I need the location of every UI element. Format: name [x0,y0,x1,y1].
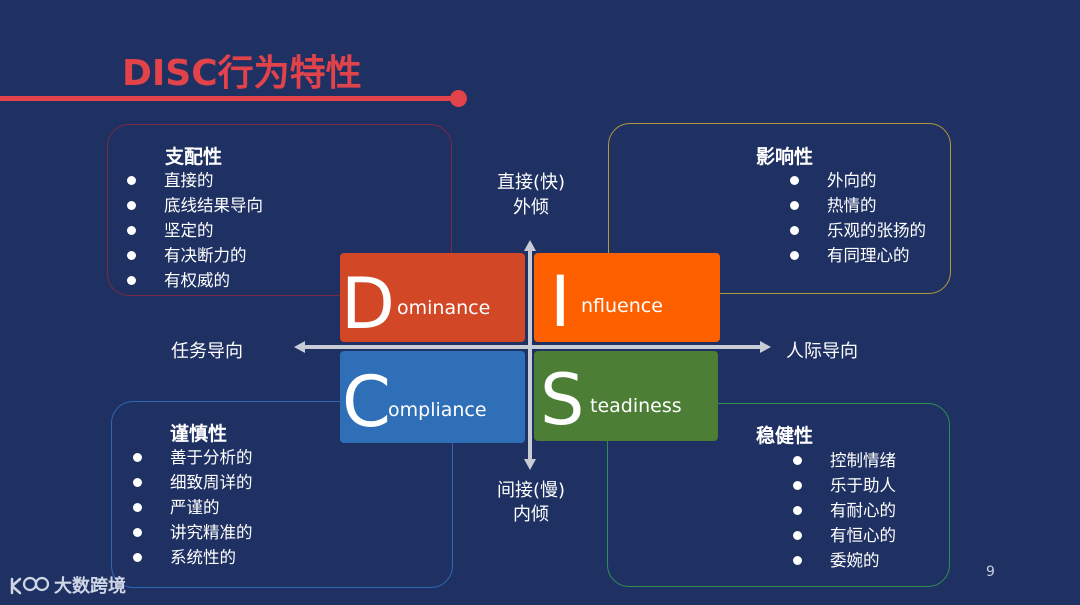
bullet-icon [790,201,799,210]
influence-heading: 影响性 [756,146,814,168]
bullet-icon [133,553,142,562]
title-underline-dot [450,90,467,107]
list-item: 直接的 [127,168,263,193]
list-item: 有决断力的 [127,243,263,268]
bullet-icon [127,251,136,260]
list-item: 讲究精准的 [133,520,253,545]
compliance-trait-list: 善于分析的 细致周详的 严谨的 讲究精准的 系统性的 [133,445,253,570]
left-arrow-icon [294,341,305,353]
page-number: 9 [986,564,995,580]
bullet-icon [127,176,136,185]
list-item: 外向的 [790,168,926,193]
list-item: 细致周详的 [133,470,253,495]
dominance-letter: D [341,263,395,345]
steadiness-heading: 稳健性 [756,425,814,447]
axis-top-label-line1: 直接(快) [496,172,566,193]
bullet-icon [793,506,802,515]
axis-right-label: 人际导向 [786,341,858,362]
bullet-icon [133,478,142,487]
bullet-icon [127,226,136,235]
steadiness-trait-list: 控制情绪 乐于助人 有耐心的 有恒心的 委婉的 [793,448,896,573]
bullet-icon [790,226,799,235]
dominance-tile: D ominance [340,253,525,342]
brand-logo-text: 大数跨境 [54,576,126,597]
steadiness-tile: S teadiness [534,351,718,441]
steadiness-letter: S [540,359,585,441]
bullet-icon [793,556,802,565]
influence-letter: I [550,261,571,343]
influence-trait-list: 外向的 热情的 乐观的张扬的 有同理心的 [790,168,926,268]
list-item: 善于分析的 [133,445,253,470]
bullet-icon [133,528,142,537]
axis-bottom-label-line1: 间接(慢) [496,480,566,501]
bullet-icon [133,453,142,462]
list-item: 委婉的 [793,548,896,573]
list-item: 有恒心的 [793,523,896,548]
list-item: 底线结果导向 [127,193,263,218]
right-arrow-icon [760,341,771,353]
bullet-icon [793,531,802,540]
brand-logo: 大数跨境 [8,572,126,598]
down-arrow-icon [524,459,536,470]
compliance-heading: 谨慎性 [170,423,228,445]
axis-bottom-label-line2: 内倾 [513,504,549,525]
compliance-traits-box [111,401,453,588]
list-item: 有耐心的 [793,498,896,523]
list-item: 系统性的 [133,545,253,570]
bullet-icon [793,456,802,465]
list-item: 乐于助人 [793,473,896,498]
list-item: 坚定的 [127,218,263,243]
bullet-icon [790,251,799,260]
dominance-heading: 支配性 [165,146,223,168]
bullet-icon [127,201,136,210]
title-underline [0,96,458,101]
compliance-tile: C ompliance [340,351,525,443]
bullet-icon [790,176,799,185]
axis-left-label: 任务导向 [171,341,243,362]
bullet-icon [793,481,802,490]
bullet-icon [133,503,142,512]
influence-word: nfluence [581,295,663,317]
axis-top-label-line2: 外倾 [513,197,549,218]
dominance-word: ominance [397,297,491,319]
influence-traits-box [608,123,951,294]
compliance-letter: C [342,361,391,443]
brand-logo-icon [10,576,50,595]
list-item: 严谨的 [133,495,253,520]
list-item: 热情的 [790,193,926,218]
list-item: 有权威的 [127,268,263,293]
dominance-traits-box [107,124,452,296]
list-item: 有同理心的 [790,243,926,268]
bullet-icon [127,276,136,285]
influence-tile: I nfluence [534,253,720,342]
list-item: 乐观的张扬的 [790,218,926,243]
slide-title: DISC行为特性 [122,53,362,94]
dominance-trait-list: 直接的 底线结果导向 坚定的 有决断力的 有权威的 [127,168,263,293]
compliance-word: ompliance [388,399,487,421]
steadiness-word: teadiness [590,395,682,417]
steadiness-traits-box [607,403,950,587]
list-item: 控制情绪 [793,448,896,473]
up-arrow-icon [524,240,536,251]
